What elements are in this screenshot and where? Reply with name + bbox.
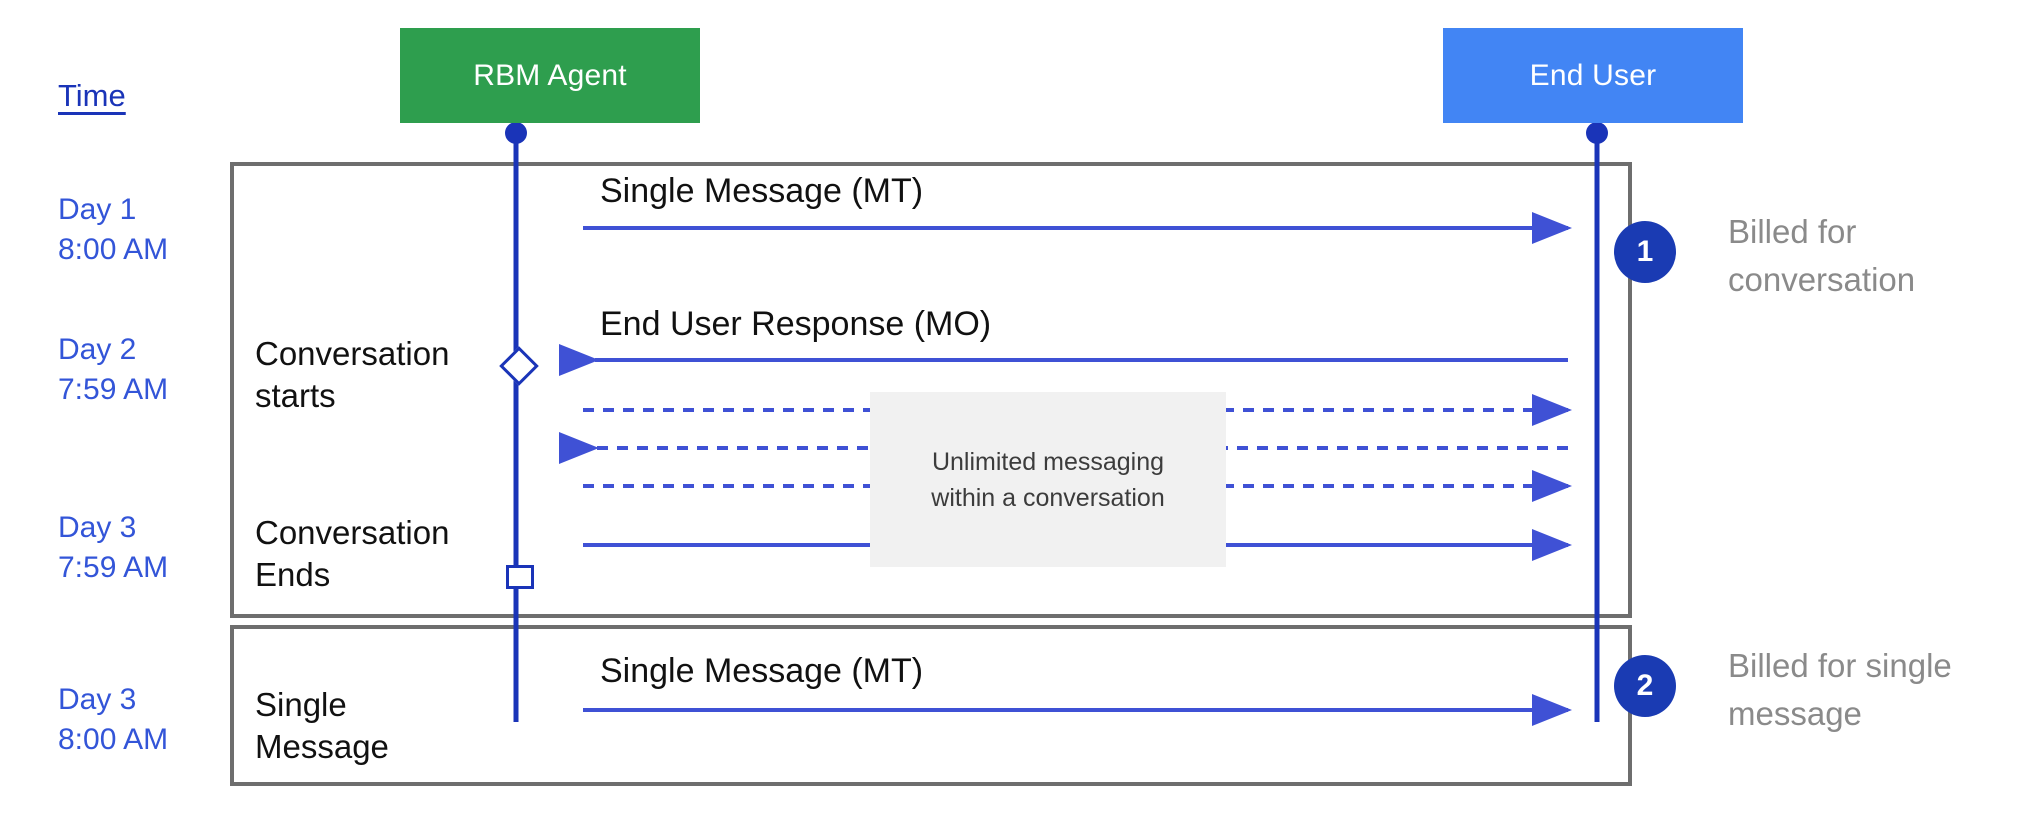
message-label-mo-1: End User Response (MO) [600,305,992,343]
unlimited-messaging-note: Unlimited messaging within a conversatio… [870,392,1226,567]
billing-caption-2: Billed for single message [1728,647,1952,732]
rbm-agent-lifeline-dot [505,122,527,144]
stage-label-single-message: Single Message [255,686,389,765]
message-label-mt-1: Single Message (MT) [600,172,924,210]
billing-badge-2-number: 2 [1636,669,1654,702]
actor-end-user[interactable]: End User [1443,28,1743,123]
stage-label-conversation-starts: Conversation starts [255,335,450,414]
billing-badge-1-number: 1 [1636,235,1654,268]
message-label-mt-2: Single Message (MT) [600,652,924,690]
stage-label-conversation-ends: Conversation Ends [255,514,450,593]
end-user-lifeline-dot [1586,122,1608,144]
time-label-day1-800am: Day 1 8:00 AM [58,193,169,266]
time-label-day3-759am: Day 3 7:59 AM [58,511,169,584]
conversation-frame-border [230,162,1632,618]
unlimited-messaging-note-text: Unlimited messaging within a conversatio… [931,447,1165,512]
billing-badge-2: 2 [1614,655,1676,717]
billing-badge-1: 1 [1614,221,1676,283]
actor-end-user-label: End User [1529,58,1657,92]
billing-caption-1: Billed for conversation [1728,213,1916,298]
actor-rbm-agent-label: RBM Agent [473,58,627,92]
time-label-day3-800am: Day 3 8:00 AM [58,683,169,756]
single-message-frame-border [230,625,1632,786]
time-column-header: Time [58,78,126,113]
time-label-day2-759am: Day 2 7:59 AM [58,333,169,406]
conversation-end-square-marker [506,565,534,589]
actor-rbm-agent[interactable]: RBM Agent [400,28,700,123]
